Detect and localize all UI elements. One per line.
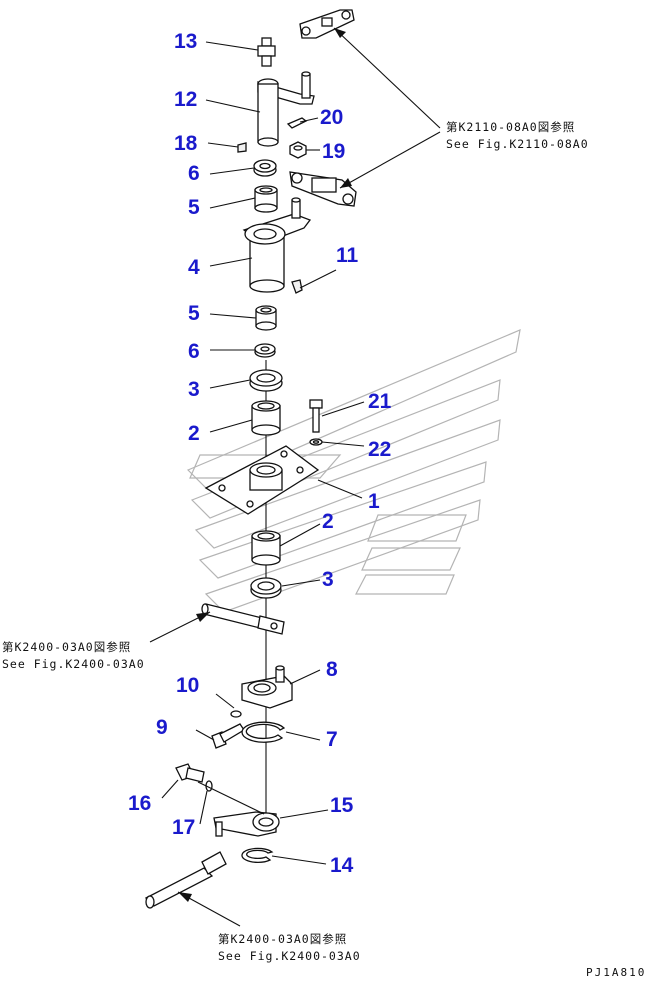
part-21-bolt bbox=[309, 399, 323, 433]
callout-6-upper: 6 bbox=[188, 162, 200, 185]
part-10-washer bbox=[230, 710, 242, 718]
part-12-lever-shaft bbox=[257, 71, 315, 147]
callout-4: 4 bbox=[188, 256, 200, 279]
callout-6-lower: 6 bbox=[188, 340, 200, 363]
callout-3-lower: 3 bbox=[322, 568, 334, 591]
leader-lines bbox=[161, 41, 365, 865]
callout-5-lower: 5 bbox=[188, 302, 200, 325]
callout-2-lower: 2 bbox=[322, 510, 334, 533]
middle-link-plate bbox=[289, 171, 357, 207]
reference-3-english: See Fig.K2400-03A0 bbox=[218, 949, 361, 963]
part-4-bracket bbox=[242, 197, 312, 293]
callout-8: 8 bbox=[326, 658, 338, 681]
callout-5-upper: 5 bbox=[188, 196, 200, 219]
reference-3-japanese: 第K2400-03A0図参照 bbox=[218, 932, 347, 946]
callout-9: 9 bbox=[156, 716, 168, 739]
part-1-plate bbox=[204, 445, 320, 515]
reference-rod-bottom bbox=[144, 851, 227, 909]
part-2-bushing-upper bbox=[251, 400, 281, 436]
part-14-snap-ring bbox=[241, 847, 274, 864]
watermark-logo bbox=[186, 329, 521, 613]
part-18-key bbox=[237, 142, 247, 153]
part-5-bushing-upper bbox=[254, 185, 278, 213]
part-15-lever bbox=[213, 811, 280, 837]
callout-19: 19 bbox=[322, 140, 345, 163]
callout-20: 20 bbox=[320, 106, 343, 129]
part-3-ring-lower bbox=[250, 577, 282, 599]
callout-2-upper: 2 bbox=[188, 422, 200, 445]
callout-labels: 13 12 20 18 19 6 5 4 11 5 6 3 2 21 22 1 … bbox=[128, 30, 392, 877]
part-2-bushing-lower bbox=[251, 530, 281, 566]
part-7-snap-ring bbox=[241, 721, 286, 743]
part-13-fitting bbox=[257, 37, 276, 67]
drawing-code: PJ1A810 bbox=[586, 966, 646, 979]
callout-16: 16 bbox=[128, 792, 151, 815]
callout-15: 15 bbox=[330, 794, 354, 817]
part-19-nut bbox=[289, 141, 307, 159]
callout-1: 1 bbox=[368, 490, 380, 513]
reference-1-english: See Fig.K2110-08A0 bbox=[446, 137, 589, 151]
reference-1-japanese: 第K2110-08A0図参照 bbox=[446, 120, 575, 134]
part-5-bushing-lower bbox=[255, 305, 277, 331]
part-3-ring-upper bbox=[249, 369, 283, 392]
part-8-clamp bbox=[241, 665, 293, 709]
part-6-washer-upper bbox=[253, 159, 277, 177]
callout-17: 17 bbox=[172, 816, 195, 839]
callout-14: 14 bbox=[330, 854, 354, 877]
part-9-bolt bbox=[211, 723, 245, 749]
callout-7: 7 bbox=[326, 728, 338, 751]
callout-3-upper: 3 bbox=[188, 378, 200, 401]
part-16-bolt bbox=[175, 763, 205, 783]
top-link-plate bbox=[299, 9, 355, 39]
reference-arrows bbox=[149, 27, 441, 927]
callout-13: 13 bbox=[174, 30, 197, 53]
part-6-washer-lower bbox=[254, 343, 276, 358]
callout-11: 11 bbox=[336, 244, 359, 267]
reference-2-english: See Fig.K2400-03A0 bbox=[2, 657, 145, 671]
callout-12: 12 bbox=[174, 88, 197, 111]
part-22-washer bbox=[309, 438, 323, 446]
reference-notes: 第K2110-08A0図参照 See Fig.K2110-08A0 第K2400… bbox=[2, 120, 589, 963]
reference-rod-middle bbox=[201, 603, 285, 635]
part-11-key bbox=[291, 279, 303, 294]
callout-10: 10 bbox=[176, 674, 199, 697]
part-20-cotter-pin bbox=[286, 117, 308, 129]
callout-18: 18 bbox=[174, 132, 198, 155]
callout-21: 21 bbox=[368, 390, 392, 413]
callout-22: 22 bbox=[368, 438, 391, 461]
reference-2-japanese: 第K2400-03A0図参照 bbox=[2, 640, 131, 654]
